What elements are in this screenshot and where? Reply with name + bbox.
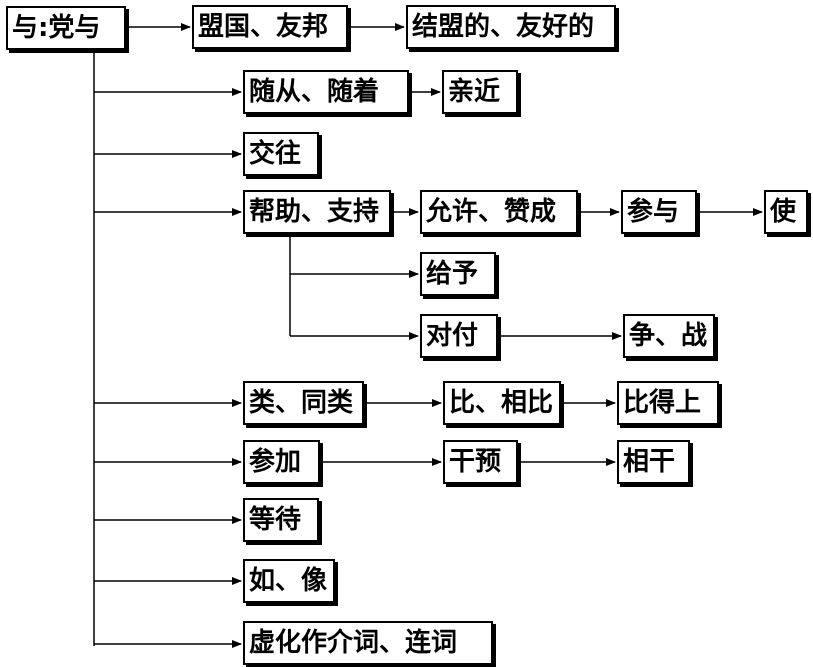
node-compare-match: 比得上 [617, 381, 719, 425]
node-wait: 等待 [243, 498, 319, 542]
node-interfere: 干预 [443, 440, 518, 484]
node-allied: 结盟的、友好的 [406, 5, 616, 49]
node-allow: 允许、赞成 [420, 190, 578, 234]
node-kind: 类、同类 [243, 381, 364, 425]
node-deal: 对付 [420, 314, 498, 358]
node-like: 如、像 [243, 559, 335, 603]
node-participate: 参与 [621, 190, 697, 234]
node-help: 帮助、支持 [243, 190, 391, 234]
node-compare: 比、相比 [443, 381, 561, 425]
node-join: 参加 [243, 440, 320, 484]
node-concern: 相干 [617, 440, 690, 484]
node-fight: 争、战 [623, 314, 715, 358]
node-alliance: 盟国、友邦 [192, 5, 348, 49]
node-give: 给予 [420, 252, 496, 296]
node-follow: 随从、随着 [243, 70, 409, 114]
node-interact: 交往 [243, 132, 319, 176]
node-cause: 使 [764, 190, 808, 234]
node-function-word: 虚化作介词、连词 [243, 621, 493, 665]
node-close: 亲近 [442, 70, 518, 114]
node-root: 与:党与 [6, 6, 126, 50]
